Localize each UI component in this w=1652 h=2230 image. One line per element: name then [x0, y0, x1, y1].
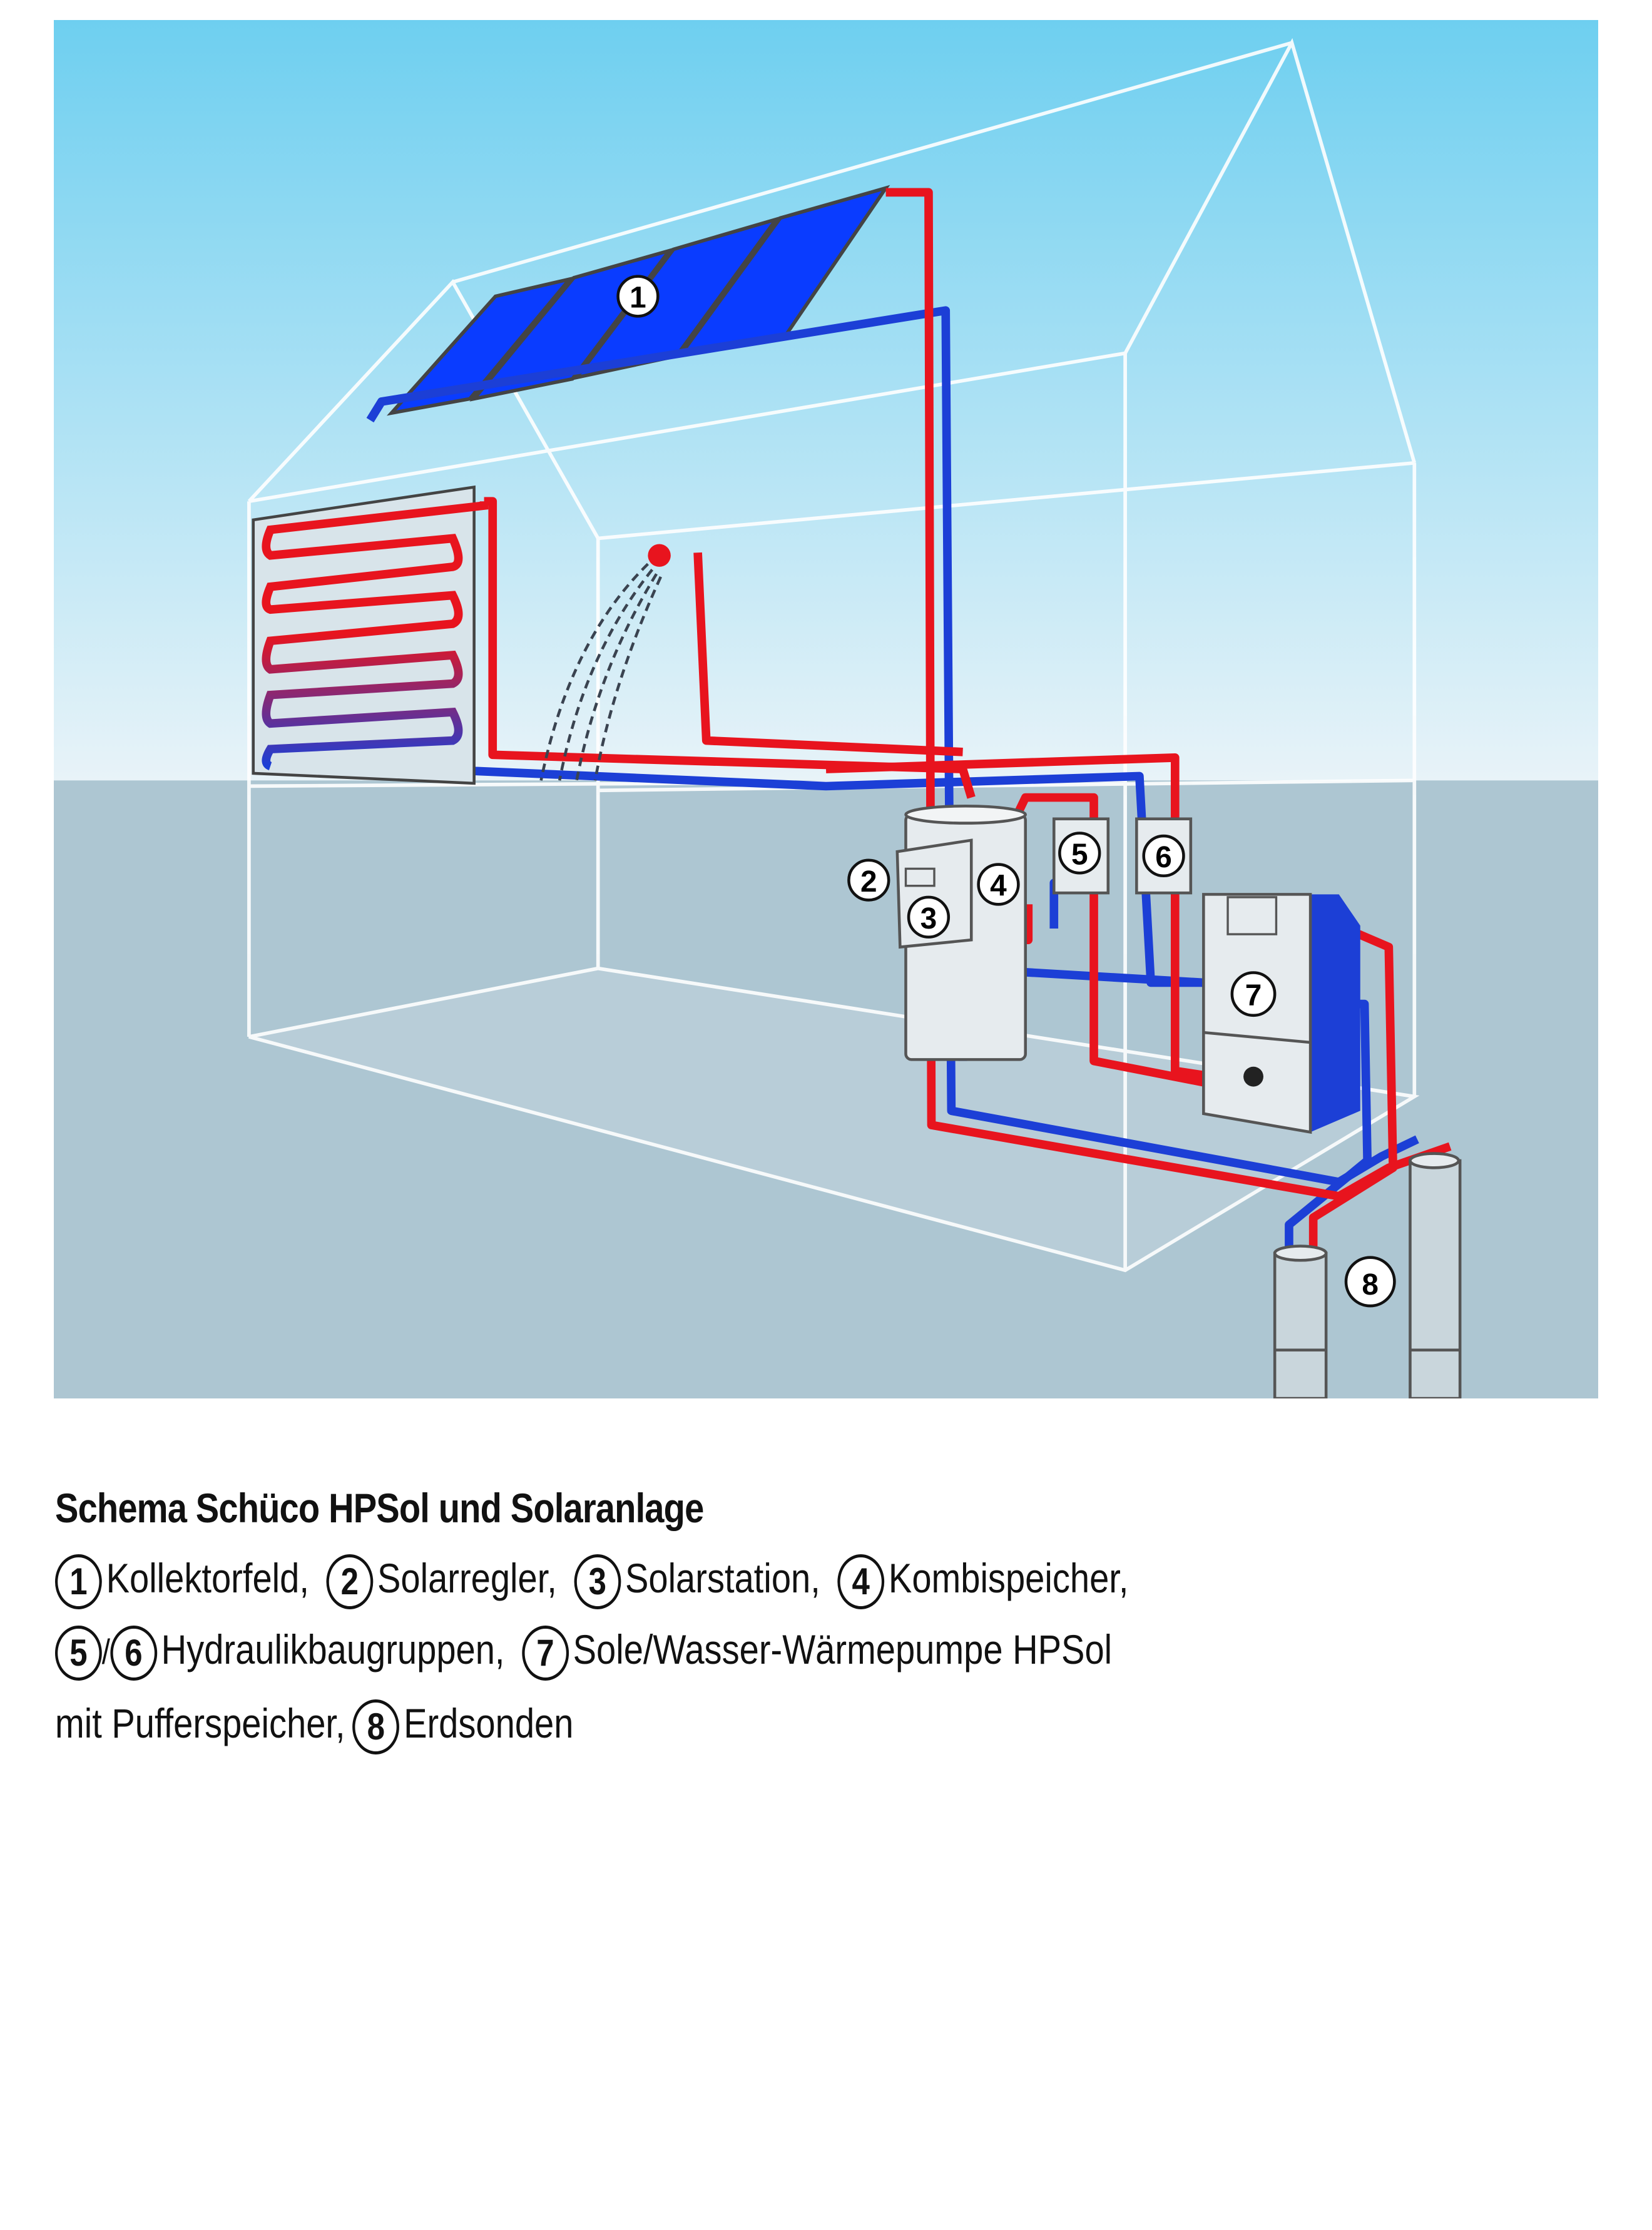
- svg-text:5: 5: [1071, 838, 1088, 872]
- legend-number-8: 8: [352, 1699, 400, 1754]
- legend-number-2: 2: [326, 1554, 374, 1609]
- legend-label-6: Hydraulikbaugruppen,: [161, 1626, 505, 1672]
- legend-number-6: 6: [110, 1625, 157, 1681]
- marker-2: 2: [847, 858, 890, 902]
- legend-slash: /: [101, 1632, 111, 1671]
- legend-number-4: 4: [837, 1554, 885, 1609]
- marker-6: 6: [1142, 834, 1185, 878]
- marker-8: 8: [1344, 1256, 1396, 1308]
- legend-number-1: 1: [55, 1554, 102, 1609]
- heat-pump: [1202, 893, 1360, 1134]
- marker-5: 5: [1058, 832, 1101, 875]
- legend-number-5: 5: [55, 1625, 102, 1681]
- caption-title: Schema Schüco HPSol und Solaranlage: [55, 1485, 704, 1531]
- legend-label-2: Solarregler,: [377, 1555, 557, 1601]
- legend-number-3: 3: [574, 1554, 621, 1609]
- heating-panel: [252, 485, 489, 785]
- legend-label-3: Solarstation,: [625, 1555, 820, 1601]
- earth-probes: [1273, 1152, 1462, 1398]
- legend-label-8: Erdsonden: [404, 1700, 574, 1746]
- shower-head-icon: [648, 544, 671, 567]
- marker-3: 3: [907, 895, 951, 939]
- marker-4: 4: [977, 863, 1020, 906]
- svg-text:4: 4: [990, 870, 1007, 903]
- legend-label-7-continued: mit Pufferspeicher,: [55, 1700, 345, 1746]
- marker-7: 7: [1230, 971, 1277, 1017]
- marker-1: 1: [616, 275, 660, 318]
- svg-text:1: 1: [630, 282, 646, 315]
- system-diagram: 1 2 3 4 5 6 7 8: [54, 20, 1598, 1398]
- svg-text:6: 6: [1155, 841, 1172, 874]
- legend-label-7: Sole/Wasser-Wärmepumpe HPSol: [573, 1626, 1113, 1672]
- svg-text:2: 2: [860, 865, 877, 899]
- svg-text:7: 7: [1245, 979, 1262, 1012]
- legend-number-7: 7: [522, 1625, 569, 1681]
- shower-spray: [539, 563, 662, 781]
- legend-label-1: Kollektorfeld,: [106, 1555, 309, 1601]
- svg-text:3: 3: [920, 902, 937, 935]
- svg-text:8: 8: [1362, 1268, 1379, 1301]
- legend-label-4: Kombispeicher,: [888, 1555, 1129, 1601]
